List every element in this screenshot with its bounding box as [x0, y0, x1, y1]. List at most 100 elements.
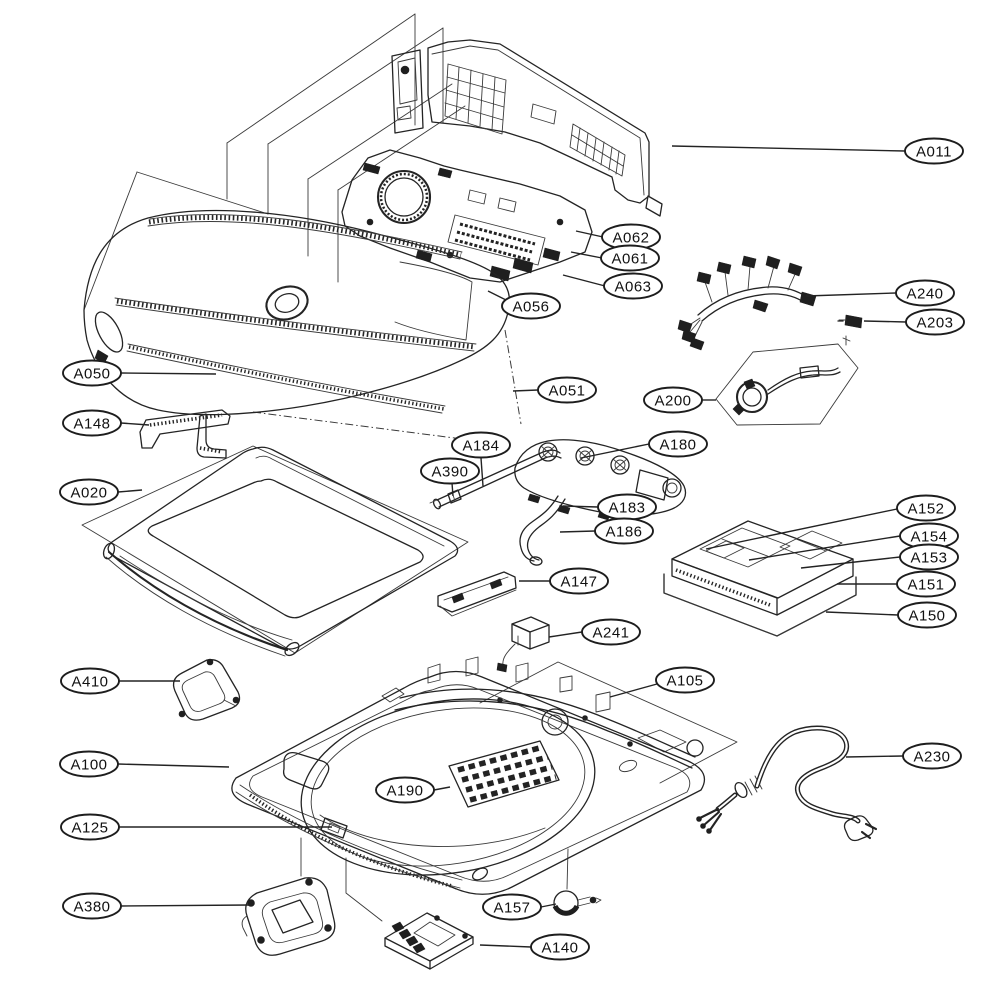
leader-line-A020 — [117, 489, 143, 493]
callout-A380: A380 — [62, 892, 251, 920]
leader-line-A157 — [540, 903, 557, 908]
label-text-A203: A203 — [916, 315, 953, 332]
label-bubble-A056 — [501, 292, 561, 320]
leader-line-A380 — [120, 904, 251, 907]
label-text-A152: A152 — [907, 501, 944, 518]
lid-clip-drawing — [320, 817, 348, 839]
leader-line-A063 — [562, 274, 606, 287]
callout-A020: A020 — [59, 478, 143, 506]
label-bubble-A050 — [62, 359, 122, 387]
label-text-A050: A050 — [73, 366, 110, 383]
leader-line-A240 — [805, 292, 897, 297]
label-text-A105: A105 — [666, 673, 703, 690]
leader-line-A051 — [512, 389, 539, 392]
callout-A200: A200 — [643, 386, 716, 414]
label-text-A190: A190 — [386, 783, 423, 800]
dispenser-drawer-drawing — [663, 520, 857, 637]
callout-A153: A153 — [800, 543, 959, 571]
label-bubble-A020 — [59, 478, 119, 506]
callout-A125: A125 — [60, 813, 332, 841]
label-bubble-A240 — [895, 279, 955, 307]
label-bubble-A152 — [896, 494, 956, 522]
leader-line-A062 — [575, 230, 604, 238]
callout-A157: A157 — [482, 893, 557, 921]
label-text-A051: A051 — [548, 383, 585, 400]
label-bubble-A180 — [648, 430, 708, 458]
label-bubble-A190 — [375, 776, 435, 804]
callout-A410: A410 — [60, 667, 180, 695]
label-bubble-A061 — [600, 244, 660, 272]
callout-A147: A147 — [519, 567, 609, 595]
callout-A183: A183 — [562, 493, 657, 521]
callout-A390: A390 — [420, 457, 480, 497]
label-text-A056: A056 — [512, 299, 549, 316]
leader-line-A050 — [120, 372, 217, 375]
leader-line-A180 — [580, 443, 650, 459]
callout-A051: A051 — [512, 376, 597, 404]
label-text-A184: A184 — [462, 438, 499, 455]
callout-A148: A148 — [62, 409, 150, 437]
label-bubble-A153 — [899, 543, 959, 571]
label-text-A011: A011 — [916, 144, 952, 161]
leader-line-A152 — [705, 508, 898, 550]
connector-drawing — [837, 314, 863, 329]
leader-line-A230 — [845, 755, 904, 758]
callout-A150: A150 — [825, 601, 957, 629]
label-text-A380: A380 — [73, 899, 110, 916]
triangle-damper-small-drawing — [172, 658, 241, 721]
filter-box-drawing — [384, 912, 474, 970]
label-text-A240: A240 — [906, 286, 943, 303]
label-bubble-A241 — [581, 618, 641, 646]
callout-A151: A151 — [837, 570, 956, 598]
leader-line-A186 — [559, 530, 596, 533]
callout-A241: A241 — [548, 618, 641, 646]
label-text-A230: A230 — [913, 749, 950, 766]
leader-line-A190 — [433, 786, 451, 791]
callout-A063: A063 — [562, 272, 663, 300]
top-deck-drawing — [231, 670, 705, 895]
small-box-drawing — [496, 616, 550, 673]
callout-A105: A105 — [609, 666, 715, 698]
grommet-drawing — [552, 890, 602, 916]
label-text-A157: A157 — [493, 900, 530, 917]
leader-line-A148 — [120, 422, 150, 426]
label-text-A061: A061 — [611, 251, 648, 268]
hinge-bracket-drawing — [139, 409, 231, 459]
leader-line-A154 — [748, 535, 901, 561]
label-text-A241: A241 — [592, 625, 629, 642]
label-text-A154: A154 — [910, 529, 947, 546]
callout-A056: A056 — [487, 290, 561, 320]
label-text-A180: A180 — [659, 437, 696, 454]
label-text-A200: A200 — [654, 393, 691, 410]
callout-A140: A140 — [479, 933, 590, 961]
callout-A154: A154 — [748, 522, 959, 561]
leader-line-A150 — [825, 611, 899, 616]
label-text-A148: A148 — [73, 416, 110, 433]
leader-line-A100 — [117, 763, 230, 768]
label-bubble-A051 — [537, 376, 597, 404]
filter-grid-drawing — [448, 740, 560, 808]
label-text-A153: A153 — [910, 550, 947, 567]
callout-A186: A186 — [559, 517, 654, 545]
callout-A180: A180 — [580, 430, 708, 459]
callout-A240: A240 — [805, 279, 955, 307]
label-text-A125: A125 — [71, 820, 108, 837]
leader-line-A241 — [548, 631, 583, 638]
label-bubble-A150 — [897, 601, 957, 629]
label-bubble-A203 — [905, 308, 965, 336]
leader-line-A140 — [479, 944, 532, 948]
bottom-bracket-drawing — [437, 571, 517, 617]
callout-A011: A011 — [671, 137, 964, 165]
label-text-A147: A147 — [560, 574, 597, 591]
label-bubble-A100 — [59, 750, 119, 778]
label-bubble-A011 — [904, 137, 964, 165]
wire-harness-drawing — [677, 255, 817, 351]
label-text-A062: A062 — [612, 230, 649, 247]
rear-rail-assembly-drawing — [381, 656, 704, 769]
triangle-damper-drawing — [241, 877, 336, 956]
callout-A184: A184 — [451, 431, 511, 487]
label-text-A410: A410 — [71, 674, 108, 691]
label-bubble-A147 — [549, 567, 609, 595]
label-text-A063: A063 — [614, 279, 651, 296]
